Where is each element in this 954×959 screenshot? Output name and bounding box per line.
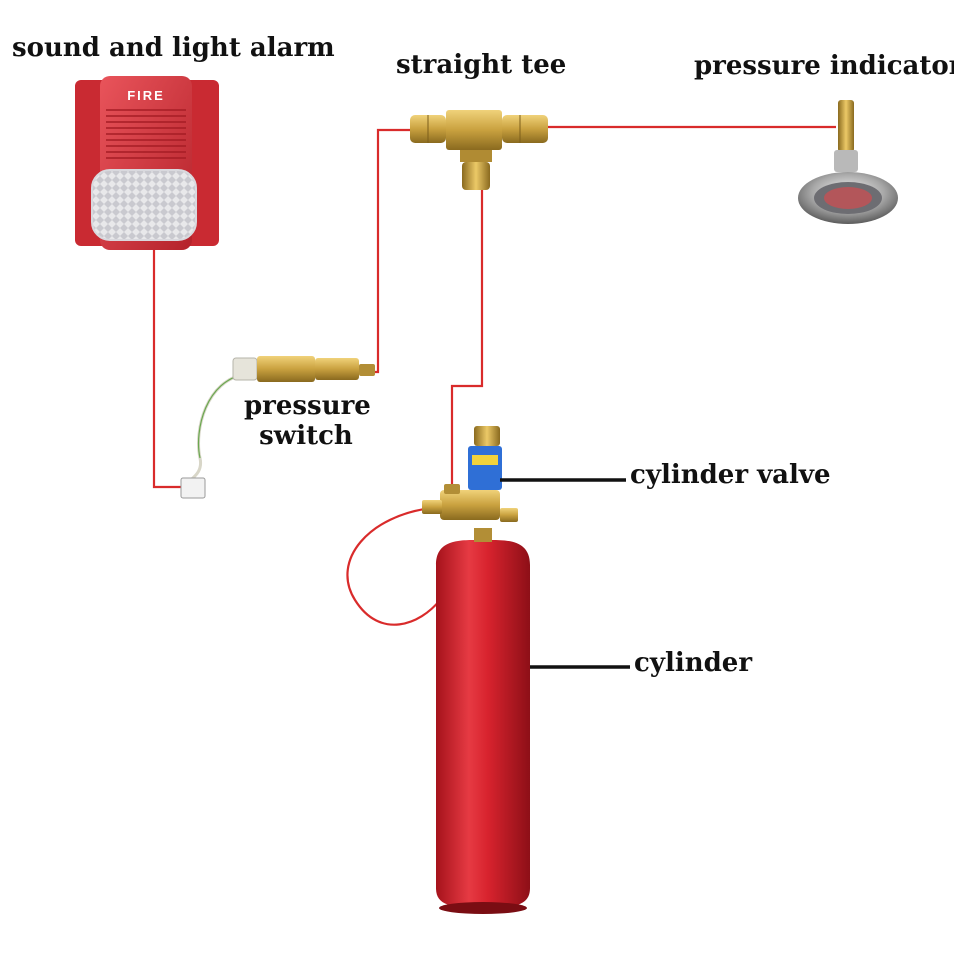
terminal-connector [180, 477, 206, 499]
straight-tee-fitting [410, 110, 548, 190]
label-pressure-switch-line1: pressure [244, 391, 371, 421]
wire-alarm-to-switch [152, 250, 183, 489]
alarm-strobe-lens [91, 169, 197, 241]
label-pressure-switch-line2: switch [259, 420, 353, 451]
label-pressure-switch: pressure switch [244, 391, 371, 452]
pressure-switch-device [180, 356, 375, 499]
label-sound-and-light-alarm: sound and light alarm [12, 33, 335, 63]
wire-switch-to-tee [374, 128, 410, 374]
label-straight-tee: straight tee [396, 50, 567, 80]
label-pressure-indicator: pressure indicator [694, 51, 954, 81]
cylinder-device [436, 528, 530, 914]
leader-lines [500, 478, 630, 669]
wire-tee-to-valve [450, 190, 484, 492]
alarm-fire-text: FIRE [127, 88, 165, 103]
label-cylinder: cylinder [634, 648, 753, 678]
label-cylinder-valve: cylinder valve [630, 460, 831, 490]
wiring [152, 125, 836, 626]
sound-and-light-alarm-device: FIRE [75, 76, 219, 250]
flexible-hose [346, 506, 441, 626]
pressure-indicator-device [798, 100, 898, 224]
cylinder-valve-device [422, 426, 518, 522]
